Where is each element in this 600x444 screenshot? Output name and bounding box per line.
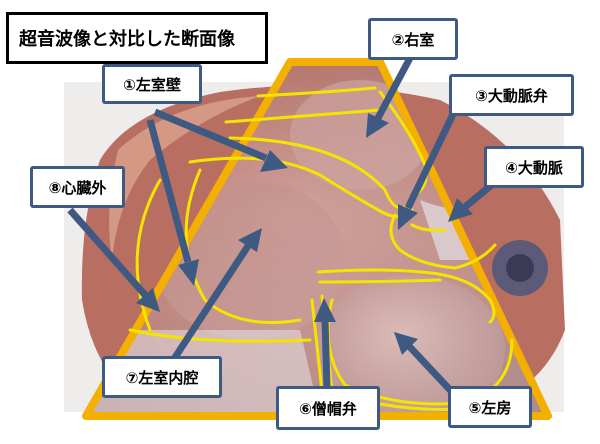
- arrow-left-atrium: [405, 342, 455, 395]
- label-aorta: ④大動脈: [484, 146, 584, 188]
- label-left-ventricle-wall: ①左室壁: [102, 64, 202, 104]
- outline-aortic-valve: [389, 213, 497, 270]
- outline-septum-band-2: [228, 136, 410, 210]
- outline-septum-upper: [256, 86, 377, 98]
- diagram-title: 超音波像と対比した断面像: [6, 12, 268, 64]
- epicardial-fat: [109, 96, 260, 260]
- arrow-pericardium: [67, 207, 149, 299]
- label-left-atrium: ⑤左房: [448, 386, 532, 428]
- label-right-ventricle: ②右室: [368, 18, 458, 60]
- label-left-ventricle-cavity: ⑦左室内腔: [102, 356, 222, 398]
- outline-septum-band-1: [224, 108, 382, 124]
- outline-lv-inferior: [128, 328, 312, 343]
- arrow-right-ventricle: [374, 56, 414, 120]
- arrow-aortic-valve: [404, 106, 460, 210]
- outline-lv-free-wall: [184, 168, 302, 324]
- arrow-left-ventricle-wall-to-septum: [153, 108, 268, 162]
- arrow-left-ventricle-wall-to-free-wall: [146, 119, 192, 263]
- label-mitral-valve: ⑥僧帽弁: [276, 386, 380, 430]
- label-pericardium: ⑧心臓外: [30, 166, 125, 208]
- outline-mitral-anterior: [316, 268, 496, 324]
- label-aortic-valve: ③大動脈弁: [449, 74, 574, 116]
- outline-aortic-root: [410, 223, 447, 232]
- arrow-left-ventricle-cavity: [169, 244, 251, 364]
- outline-lv-free-wall-outer: [135, 178, 162, 332]
- outline-mitral-shelf: [318, 278, 442, 284]
- arrow-mitral-valve: [321, 319, 331, 389]
- outline-left-atrium: [326, 298, 514, 406]
